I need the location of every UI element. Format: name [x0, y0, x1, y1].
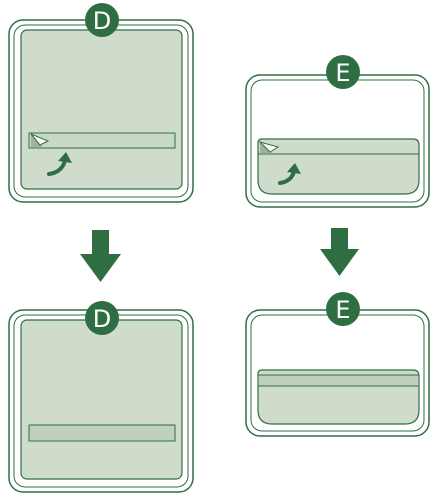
down-arrow-icon — [320, 228, 359, 276]
screen-area — [20, 29, 183, 190]
screen-area — [20, 319, 183, 480]
label-badge: D — [85, 3, 119, 37]
label-badge: E — [326, 292, 360, 326]
peel-corner-icon — [30, 133, 50, 147]
strip — [28, 424, 176, 442]
strip — [257, 374, 420, 387]
badge-label: E — [335, 59, 350, 87]
curved-arrow-icon — [47, 152, 72, 176]
badge-label: E — [335, 296, 350, 324]
label-badge: D — [85, 301, 119, 335]
panel-d-before: D — [8, 3, 194, 203]
label-badge: E — [326, 55, 360, 89]
badge-label: D — [93, 7, 111, 35]
panel-d-after: D — [8, 301, 194, 493]
down-arrow-icon — [80, 230, 121, 282]
panel-e-after: E — [245, 292, 430, 437]
peel-corner-icon — [258, 141, 280, 153]
screen-area — [257, 138, 420, 195]
panel-e-before: E — [245, 55, 430, 208]
badge-label: D — [93, 305, 111, 333]
curved-arrow-icon — [278, 163, 301, 185]
film-strip — [28, 132, 176, 149]
